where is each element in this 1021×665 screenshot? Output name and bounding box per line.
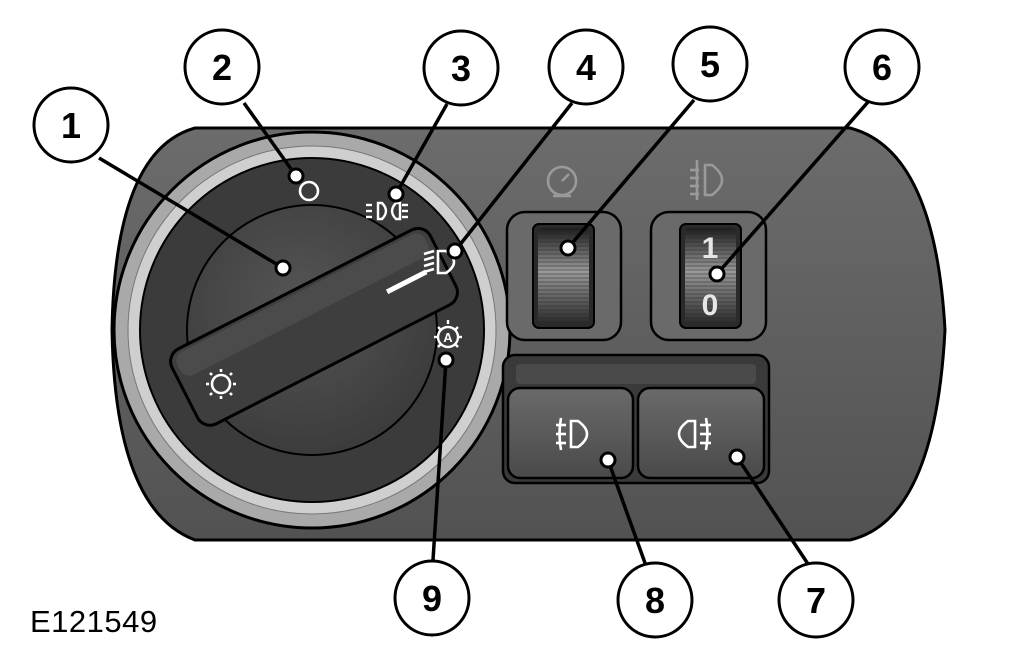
leveling-wheel-bottom-digit: 0: [702, 289, 719, 322]
callout-3: 3: [422, 29, 500, 107]
svg-text:1: 1: [61, 105, 81, 146]
svg-text:5: 5: [700, 44, 720, 85]
rear-fog-lamp-button[interactable]: [636, 386, 766, 480]
fog-lamp-controls: [501, 353, 771, 485]
leader-line-3: [394, 103, 449, 195]
callout-4: 4: [547, 28, 625, 106]
svg-text:8: 8: [645, 580, 665, 621]
leader-line-4: [453, 101, 574, 253]
leader-line-9: [431, 359, 448, 561]
leveling-wheel-top-digit: 1: [702, 232, 719, 265]
leader-line-5: [566, 98, 696, 250]
instrument-illumination-control: [505, 165, 623, 342]
callout-7: 7: [777, 561, 855, 639]
instrument-dimmer-icon: [546, 165, 578, 198]
svg-text:7: 7: [806, 580, 826, 621]
svg-text:9: 9: [422, 578, 442, 619]
svg-text:2: 2: [212, 47, 232, 88]
figure-reference-code: E121549: [30, 604, 158, 639]
callout-markers: 1 2 3 4 5 6 7 8: [32, 25, 921, 639]
side-lights-icon: [366, 201, 408, 221]
callout-8: 8: [616, 561, 694, 639]
light-switch-assembly: A: [112, 130, 512, 530]
headlamp-leveling-icon: [690, 160, 724, 200]
leader-line-2: [242, 101, 298, 178]
leader-line-8: [606, 459, 647, 564]
callout-5: 5: [671, 25, 749, 103]
leader-line-7: [735, 456, 814, 571]
leader-line-1: [98, 156, 284, 270]
callout-6: 6: [843, 28, 921, 106]
svg-text:6: 6: [872, 47, 892, 88]
leader-end-dots: [274, 167, 746, 469]
svg-text:A: A: [443, 330, 453, 345]
svg-text:4: 4: [576, 47, 596, 88]
front-fog-icon: [556, 417, 589, 451]
callout-9: 9: [393, 559, 471, 637]
off-circle-icon: [298, 180, 320, 202]
rear-fog-icon: [677, 417, 711, 451]
callout-1: 1: [32, 86, 110, 164]
auto-headlight-icon: A: [434, 320, 462, 349]
parking-light-icon: [206, 369, 236, 399]
callout-2: 2: [183, 28, 261, 106]
leader-line-6: [715, 100, 870, 276]
svg-text:3: 3: [451, 48, 471, 89]
callout-leader-lines: [98, 98, 870, 571]
light-switch-knob[interactable]: [166, 224, 463, 431]
